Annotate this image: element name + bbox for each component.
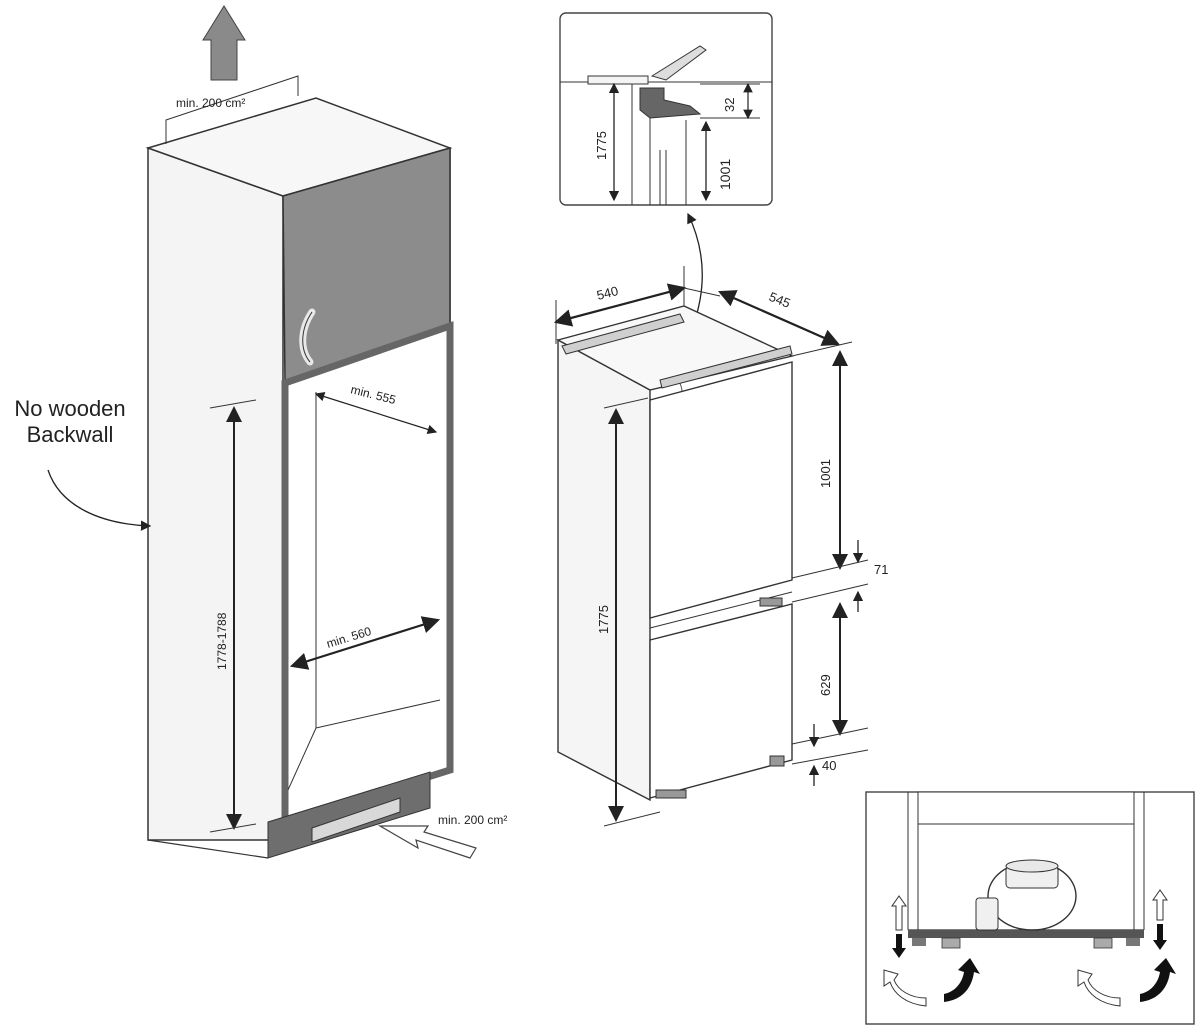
- depth-dim-line: [717, 290, 841, 346]
- depth-label: 545: [767, 289, 793, 311]
- niche-depth-label: min. 555: [349, 382, 397, 407]
- airflow-in-left-arrow: [883, 969, 927, 1007]
- width-label: 540: [595, 283, 620, 303]
- niche-frame: [281, 321, 454, 827]
- airflow-out-right-arrow: [1140, 958, 1176, 1002]
- appliance-side-panel: [557, 338, 651, 802]
- detail-height-label: 1775: [594, 131, 609, 160]
- niche-height-label: 1778-1788: [215, 612, 229, 670]
- appliance-view: 1775 32 1001 540 545: [553, 12, 888, 827]
- ventilation-detail-box: [865, 791, 1195, 1025]
- niche-depth-dim-line: [314, 391, 438, 435]
- vent-slot: [311, 797, 401, 843]
- left-adjust-up-arrow: [891, 895, 907, 931]
- appliance-lower-door: [649, 603, 793, 799]
- total-height-label: 1775: [596, 605, 611, 634]
- width-dim-line: [553, 283, 687, 327]
- gap-label: 71: [874, 562, 888, 577]
- cabinet-side-panel: [147, 146, 284, 841]
- lower-door-label: 629: [818, 674, 833, 696]
- airflow-in-right-arrow: [1077, 969, 1121, 1007]
- top-vent-area-label: min. 200 cm²: [176, 96, 246, 110]
- compressor-icon: [975, 859, 1077, 931]
- detail-offset-label: 32: [722, 98, 737, 112]
- air-inlet-arrow: [377, 825, 477, 859]
- top-detail-box: 1775 32 1001: [559, 12, 773, 206]
- detail-door-label: 1001: [717, 159, 733, 190]
- niche-width-dim-line: [289, 616, 441, 670]
- right-adjust-down-arrow: [1153, 924, 1167, 950]
- niche-width-label: min. 560: [325, 624, 373, 651]
- air-outlet-arrow: [202, 5, 246, 81]
- backwall-note-line1: No wooden: [14, 396, 126, 421]
- right-adjust-up-arrow: [1152, 889, 1168, 921]
- backwall-pointer-arrow: [47, 469, 152, 531]
- left-adjust-down-arrow: [892, 934, 906, 958]
- bottom-label: 40: [822, 758, 836, 773]
- backwall-note-line2: Backwall: [26, 422, 114, 447]
- bottom-vent-area-label: min. 200 cm²: [438, 813, 508, 827]
- airflow-out-left-arrow: [944, 958, 980, 1002]
- tall-cabinet: 1778-1788 min. 555 min. 560: [47, 5, 477, 859]
- no-wooden-backwall-note: No wooden Backwall: [0, 396, 140, 448]
- appliance-upper-door: [649, 361, 793, 619]
- upper-door-label: 1001: [818, 459, 833, 488]
